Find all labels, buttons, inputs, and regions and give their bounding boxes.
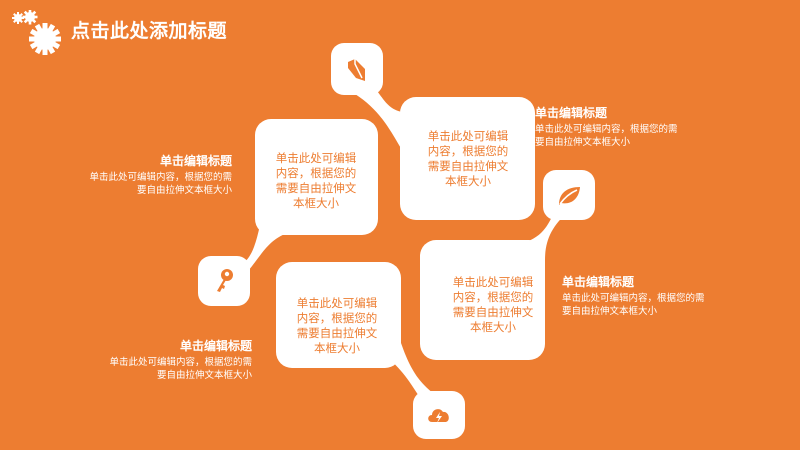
- cloud-lightning-icon: [428, 409, 449, 423]
- leaf-icon: [559, 187, 580, 205]
- box-line: 需要自由拉伸文: [452, 305, 534, 319]
- side-item-title: 单击编辑标题: [159, 154, 232, 168]
- key-icon: [217, 269, 233, 292]
- box-line: 单击此处可编辑: [275, 151, 357, 165]
- box-line: 内容，根据您的: [296, 311, 378, 325]
- box-line: 单击此处可编辑: [427, 129, 509, 143]
- book-icon: [348, 59, 365, 81]
- box-line: 本框大小: [445, 174, 491, 188]
- side-item-desc: 单击此处可编辑内容，根据您的需 要自由拉伸文本框大小: [80, 171, 232, 197]
- box-line: 内容，根据您的: [452, 290, 534, 304]
- desc-line: 要自由拉伸文本框大小: [136, 185, 232, 196]
- desc-line: 要自由拉伸文本框大小: [562, 306, 658, 317]
- box-line: 需要自由拉伸文: [427, 159, 509, 173]
- box-text-2[interactable]: 单击此处可编辑 内容，根据您的 需要自由拉伸文 本框大小: [261, 151, 371, 211]
- desc-line: 单击此处可编辑内容，根据您的需: [562, 293, 705, 304]
- desc-line: 单击此处可编辑内容，根据您的需: [109, 357, 252, 368]
- side-item-desc: 单击此处可编辑内容，根据您的需 要自由拉伸文本框大小: [535, 123, 685, 149]
- box-text-1[interactable]: 单击此处可编辑 内容，根据您的 需要自由拉伸文 本框大小: [413, 129, 523, 189]
- box-line: 本框大小: [470, 320, 516, 334]
- side-item-top-left[interactable]: 单击编辑标题 单击此处可编辑内容，根据您的需 要自由拉伸文本框大小: [80, 152, 232, 197]
- side-item-bottom-right[interactable]: 单击编辑标题 单击此处可编辑内容，根据您的需 要自由拉伸文本框大小: [562, 273, 712, 318]
- page-title[interactable]: 点击此处添加标题: [71, 20, 228, 42]
- side-item-bottom-left[interactable]: 单击编辑标题 单击此处可编辑内容，根据您的需 要自由拉伸文本框大小: [100, 337, 252, 382]
- box-line: 需要自由拉伸文: [296, 326, 378, 340]
- box-line: 单击此处可编辑: [452, 275, 534, 289]
- side-item-desc: 单击此处可编辑内容，根据您的需 要自由拉伸文本框大小: [562, 292, 712, 318]
- desc-line: 要自由拉伸文本框大小: [156, 370, 252, 381]
- box-text-3[interactable]: 单击此处可编辑 内容，根据您的 需要自由拉伸文 本框大小: [438, 275, 548, 335]
- box-line: 单击此处可编辑: [296, 296, 378, 310]
- side-item-desc: 单击此处可编辑内容，根据您的需 要自由拉伸文本框大小: [100, 356, 252, 382]
- box-line: 内容，根据您的: [427, 144, 509, 158]
- desc-line: 要自由拉伸文本框大小: [535, 137, 631, 148]
- box-line: 本框大小: [314, 341, 360, 355]
- side-item-top-right[interactable]: 单击编辑标题 单击此处可编辑内容，根据您的需 要自由拉伸文本框大小: [535, 104, 685, 149]
- side-item-title: 单击编辑标题: [535, 106, 608, 120]
- side-item-title: 单击编辑标题: [179, 339, 252, 353]
- box-text-4[interactable]: 单击此处可编辑 内容，根据您的 需要自由拉伸文 本框大小: [282, 296, 392, 356]
- side-item-title: 单击编辑标题: [562, 275, 635, 289]
- box-line: 本框大小: [293, 196, 339, 210]
- desc-line: 单击此处可编辑内容，根据您的需: [535, 124, 678, 135]
- desc-line: 单击此处可编辑内容，根据您的需: [89, 172, 232, 183]
- box-line: 内容，根据您的: [275, 166, 357, 180]
- gears-icon: [12, 10, 61, 55]
- box-line: 需要自由拉伸文: [275, 181, 357, 195]
